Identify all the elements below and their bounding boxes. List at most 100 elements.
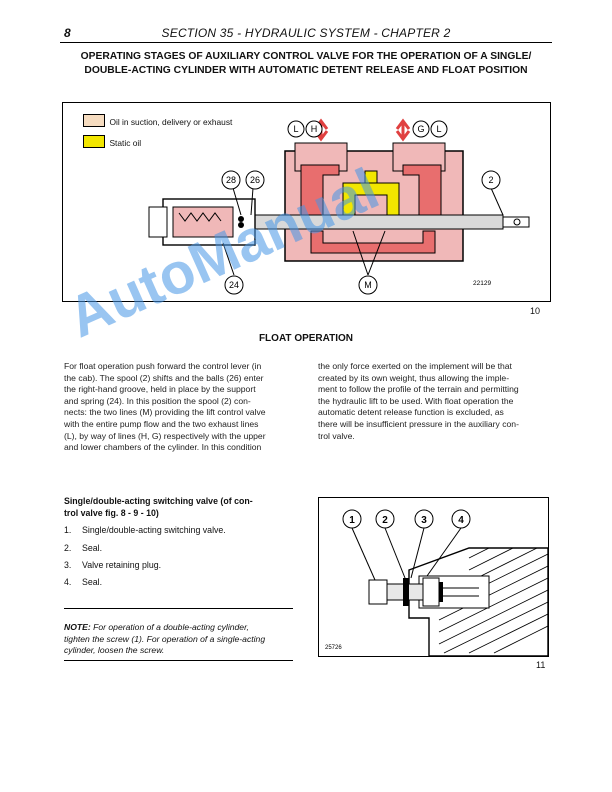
callout-h-label: H: [311, 124, 318, 134]
detent-ball-lower: [238, 222, 244, 228]
main-title-line2: DOUBLE-ACTING CYLINDER WITH AUTOMATIC DE…: [84, 65, 528, 76]
header-rule: [60, 42, 552, 43]
note-rule-bottom: [64, 660, 293, 661]
note: NOTE: For operation of a double-acting c…: [64, 622, 296, 657]
callout-3: [414, 509, 434, 529]
text-line: (L), by way of lines (H, G) respectively…: [64, 430, 266, 441]
cavity-lower: [310, 230, 436, 254]
spool: [252, 214, 504, 230]
switching-valve-drawing: 1 2 3 4 25726: [325, 509, 548, 656]
valve-stem: [443, 587, 479, 597]
callout-g: [412, 120, 430, 138]
text-line: and lower chambers of the cylinder. In t…: [64, 442, 262, 453]
text-line: the only force exerted on the implement …: [318, 361, 512, 371]
leader-3: [410, 527, 425, 579]
arrow-port-g: [395, 118, 411, 142]
text-line: the hydraulic lift to be used. With floa…: [318, 395, 514, 406]
callout-3-label: 3: [421, 515, 427, 526]
callout-2-label: 2: [488, 175, 493, 185]
switching-valve-heading-line2: trol valve fig. 8 - 9 - 10): [64, 507, 159, 518]
list-item-text: Seal.: [82, 543, 103, 553]
leader-24: [222, 242, 235, 276]
seal-outer: [403, 578, 409, 606]
callout-1-label: 1: [349, 515, 355, 526]
list-item-text: Seal.: [82, 577, 103, 587]
list-item: 3. Valve retaining plug.: [64, 560, 161, 570]
callout-h: [305, 120, 323, 138]
callout-2: [375, 509, 395, 529]
figure1-number: 10: [530, 306, 541, 316]
detent-ball-upper: [238, 216, 244, 222]
main-title-line1: OPERATING STAGES OF AUXILIARY CONTROL VA…: [80, 51, 532, 62]
valve-drawing: L H G L 28 26 2 24 M 22129: [148, 118, 530, 295]
list-item-text: Valve retaining plug.: [82, 560, 162, 570]
callout-28: [221, 170, 241, 190]
text-line: trol valve.: [318, 430, 355, 441]
float-text-left-column: For float operation push forward the con…: [64, 361, 296, 454]
text-line: there will be insufficient pressure in t…: [318, 418, 519, 429]
text-line: and spring (24). In this position the sp…: [64, 395, 251, 406]
list-item-number: 3.: [64, 560, 72, 570]
retaining-plug: [422, 577, 440, 607]
figure2-number: 11: [536, 660, 546, 670]
note-rule-top: [64, 608, 293, 609]
list-item: 4.Seal.: [64, 577, 102, 587]
figure-valve-cross-section: Oil in suction, delivery or exhaust Stat…: [62, 102, 551, 302]
float-operation-heading: FLOAT OPERATION: [258, 333, 354, 344]
detent-chamber: [172, 206, 234, 238]
leader-4: [426, 527, 462, 577]
note-label: NOTE:: [64, 622, 91, 632]
callout-26-label: 26: [250, 175, 260, 185]
leader-2: [490, 187, 504, 216]
callout-24: [224, 275, 244, 295]
leader-1: [351, 527, 376, 581]
callout-l-right: [430, 120, 448, 138]
text-line: with the entire pump flow and the two ex…: [64, 418, 259, 429]
callout-2: [481, 170, 501, 190]
callout-g-label: G: [417, 124, 424, 134]
legend-item-2: Static oil: [83, 133, 141, 151]
callout-4: [451, 509, 471, 529]
text-line: created by its own weight, thus allowing…: [318, 372, 510, 383]
note-line3: cylinder, loosen the screw.: [64, 645, 165, 656]
text-line: automatic detent release function is exc…: [318, 407, 504, 418]
text-line: the right-hand groove, held in place by …: [64, 384, 256, 395]
callout-l-right-label: L: [436, 124, 441, 134]
leader-28: [232, 187, 242, 216]
page-number: 8: [64, 26, 71, 40]
legend-label-static: Static oil: [109, 138, 142, 148]
leader-26: [250, 187, 254, 216]
switching-valve-heading: Single/double-acting switching valve (of…: [64, 496, 294, 519]
figure1-code: 22129: [473, 280, 491, 287]
static-oil-port: [364, 170, 378, 184]
section-title: SECTION 35 - HYDRAULIC SYSTEM - CHAPTER …: [161, 26, 451, 40]
callout-28-label: 28: [226, 175, 236, 185]
legend-label-suction: Oil in suction, delivery or exhaust: [109, 117, 233, 127]
detent-spring: [178, 212, 222, 222]
list-item-number: 1.: [64, 525, 72, 535]
float-text-right-column: the only force exerted on the implement …: [318, 361, 547, 442]
callout-26: [245, 170, 265, 190]
detent-cap: [148, 206, 168, 238]
note-line2: tighten the screw (1). For operation of …: [64, 633, 266, 644]
seal-inner: [439, 582, 443, 602]
leader-2: [384, 527, 406, 579]
text-line: nects: the two lines (M) providing the l…: [64, 407, 266, 418]
callout-m-label: M: [364, 280, 372, 290]
callout-l-left: [287, 120, 305, 138]
callout-1: [342, 509, 362, 529]
legend-item-1: Oil in suction, delivery or exhaust: [83, 112, 232, 130]
main-title: OPERATING STAGES OF AUXILIARY CONTROL VA…: [60, 50, 552, 78]
spool-pin-hole: [513, 218, 521, 226]
text-line: the cab). The spool (2) shifts and the b…: [64, 372, 264, 383]
screw-head: [368, 579, 388, 605]
legend-swatch-static: [83, 135, 105, 149]
leader-m-left: [352, 230, 369, 276]
legend-swatch-suction: [83, 114, 105, 128]
list-item-text: Single/double-acting switching valve.: [82, 525, 226, 535]
list-item-number: 2.: [64, 543, 72, 553]
figure2-code: 25726: [325, 645, 342, 651]
figure-switching-valve: 1 2 3 4 25726: [318, 497, 549, 657]
callout-4-label: 4: [458, 515, 464, 526]
text-line: ment to follow the profile of the terrai…: [318, 384, 519, 395]
